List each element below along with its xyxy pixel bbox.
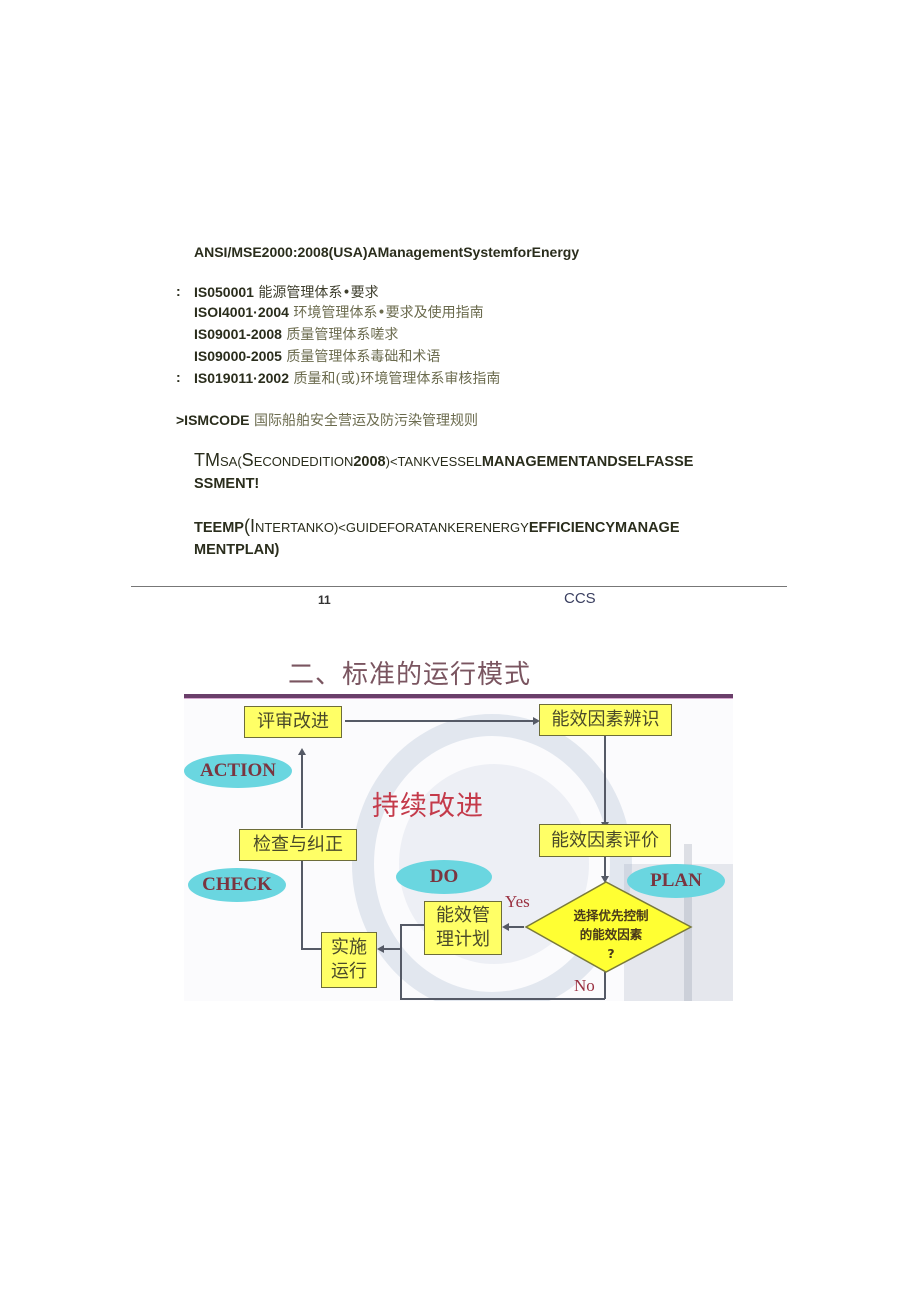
phase-action: ACTION [184,754,292,788]
connector-line [400,924,424,926]
tmsa-text: S [241,450,254,470]
no-label: No [574,976,595,995]
standard-code: IS09000-2005 [194,348,282,364]
connector-line [301,948,321,950]
standard-code: IS019011·2002 [194,370,289,386]
phase-do: DO [396,860,492,894]
teemp-text: TEEMP [194,520,244,536]
standard-desc: 环境管理体系•要求及使用指南 [293,305,484,321]
teemp-text: MENTPLAN) [194,542,280,558]
slide-title: 二、标准的运行模式 [288,660,532,690]
standard-item: IS019011·2002 质量和(或)环境管理体系审核指南 [194,368,500,388]
pdca-diagram: 评审改进 能效因素辨识 检查与纠正 能效因素评价 能效管 理计划 实施 运行 选… [184,694,733,1001]
standard-desc: 质量管理体系毒础和术语 [286,349,441,365]
teemp-text: EFFICIENCYMANAGE [528,520,680,536]
box-energy-plan: 能效管 理计划 [424,901,502,955]
tmsa-text: ECONDEDITION [253,454,354,469]
tmsa-text: 2008 [353,454,386,470]
tmsa-line: TMSA(SECONDEDITION2008)<TANKVESSELMANAGE… [194,449,794,495]
standard-item: IS09001-2008 质量管理体系嗟求 [194,324,398,344]
connector-line [301,752,303,828]
standard-desc: 质量和(或)环境管理体系审核指南 [293,371,501,387]
standard-code: IS050001 [194,284,254,300]
standard-code: ISOI4001·2004 [194,304,289,320]
arrow-left-icon [377,945,384,953]
bullet-marker: : [176,283,181,299]
arrow-left-icon [502,923,509,931]
connector-line [380,948,400,950]
box-implement: 实施 运行 [321,932,377,988]
standard-code: IS09001-2008 [194,326,282,342]
standard-item: IS09000-2005 质量管理体系毒础和术语 [194,346,440,366]
yes-label: Yes [505,892,530,911]
box-review-improve: 评审改进 [244,706,342,738]
arrow-right-icon [533,717,540,725]
decision-text: 选择优先控制 的能效因素 ? [536,906,686,963]
box-energy-plan-line: 理计划 [436,929,490,950]
connector-line [506,926,524,928]
center-title: 持续改进 [372,791,484,822]
ansi-standard-line: ANSI/MSE2000:2008(USA)AManagementSystemf… [194,244,580,260]
tmsa-text: TM [194,450,220,470]
box-energy-plan-line: 能效管 [436,905,490,926]
arrow-down-icon [601,876,609,883]
connector-line [400,924,402,998]
footer-divider [131,586,787,587]
box-implement-line: 实施 [331,937,367,958]
teemp-text: NTERTANKO [254,520,334,535]
standard-desc: 能源管理体系•要求 [258,285,379,301]
tmsa-text: )<TANKVESSEL [385,454,482,469]
standard-item: : [176,369,181,387]
watermark-mast [684,844,692,1001]
connector-line [400,998,605,1000]
teemp-text: )<GUIDEFORATANKERENERGY [333,520,529,535]
box-evaluate-factors: 能效因素评价 [539,824,671,857]
teemp-text: (I [243,516,255,536]
standard-item: ISOI4001·2004 环境管理体系•要求及使用指南 [194,302,484,322]
standard-item: IS050001 能源管理体系•要求 [194,282,379,302]
decision-diamond [524,881,693,973]
connector-line [604,856,606,878]
ism-desc: 国际船舶安全营运及防污染管理规则 [253,413,478,429]
ism-code: >ISMCODE [176,412,250,428]
connector-line [345,720,533,722]
connector-line [604,972,606,999]
decision-line: 选择优先控制 [573,908,649,923]
connector-line [301,856,303,949]
box-identify-factors: 能效因素辨识 [539,704,672,736]
phase-plan: PLAN [627,864,725,898]
tmsa-text: MANAGEMENTANDSELFASSE [481,454,694,470]
teemp-line: TEEMP(INTERTANKO)<GUIDEFORATANKERENERGYE… [194,515,794,561]
page-number: 11 [318,593,331,607]
tmsa-text: SSMENT! [194,476,260,492]
connector-line [604,736,606,824]
box-check-correct: 检查与纠正 [239,829,357,861]
decision-line: 的能效因素 [579,927,643,942]
ism-code-line: >ISMCODE 国际船舶安全营运及防污染管理规则 [176,410,478,430]
phase-check: CHECK [188,868,286,902]
bullet-marker: : [176,369,181,385]
arrow-up-icon [298,748,306,755]
decision-question-mark: ? [607,946,615,961]
standard-desc: 质量管理体系嗟求 [286,327,399,343]
slide-top-bar [184,694,733,699]
standard-item: : [176,283,181,301]
box-implement-line: 运行 [331,961,367,982]
org-label: CCS [564,590,596,607]
tmsa-text: SA( [220,454,242,469]
